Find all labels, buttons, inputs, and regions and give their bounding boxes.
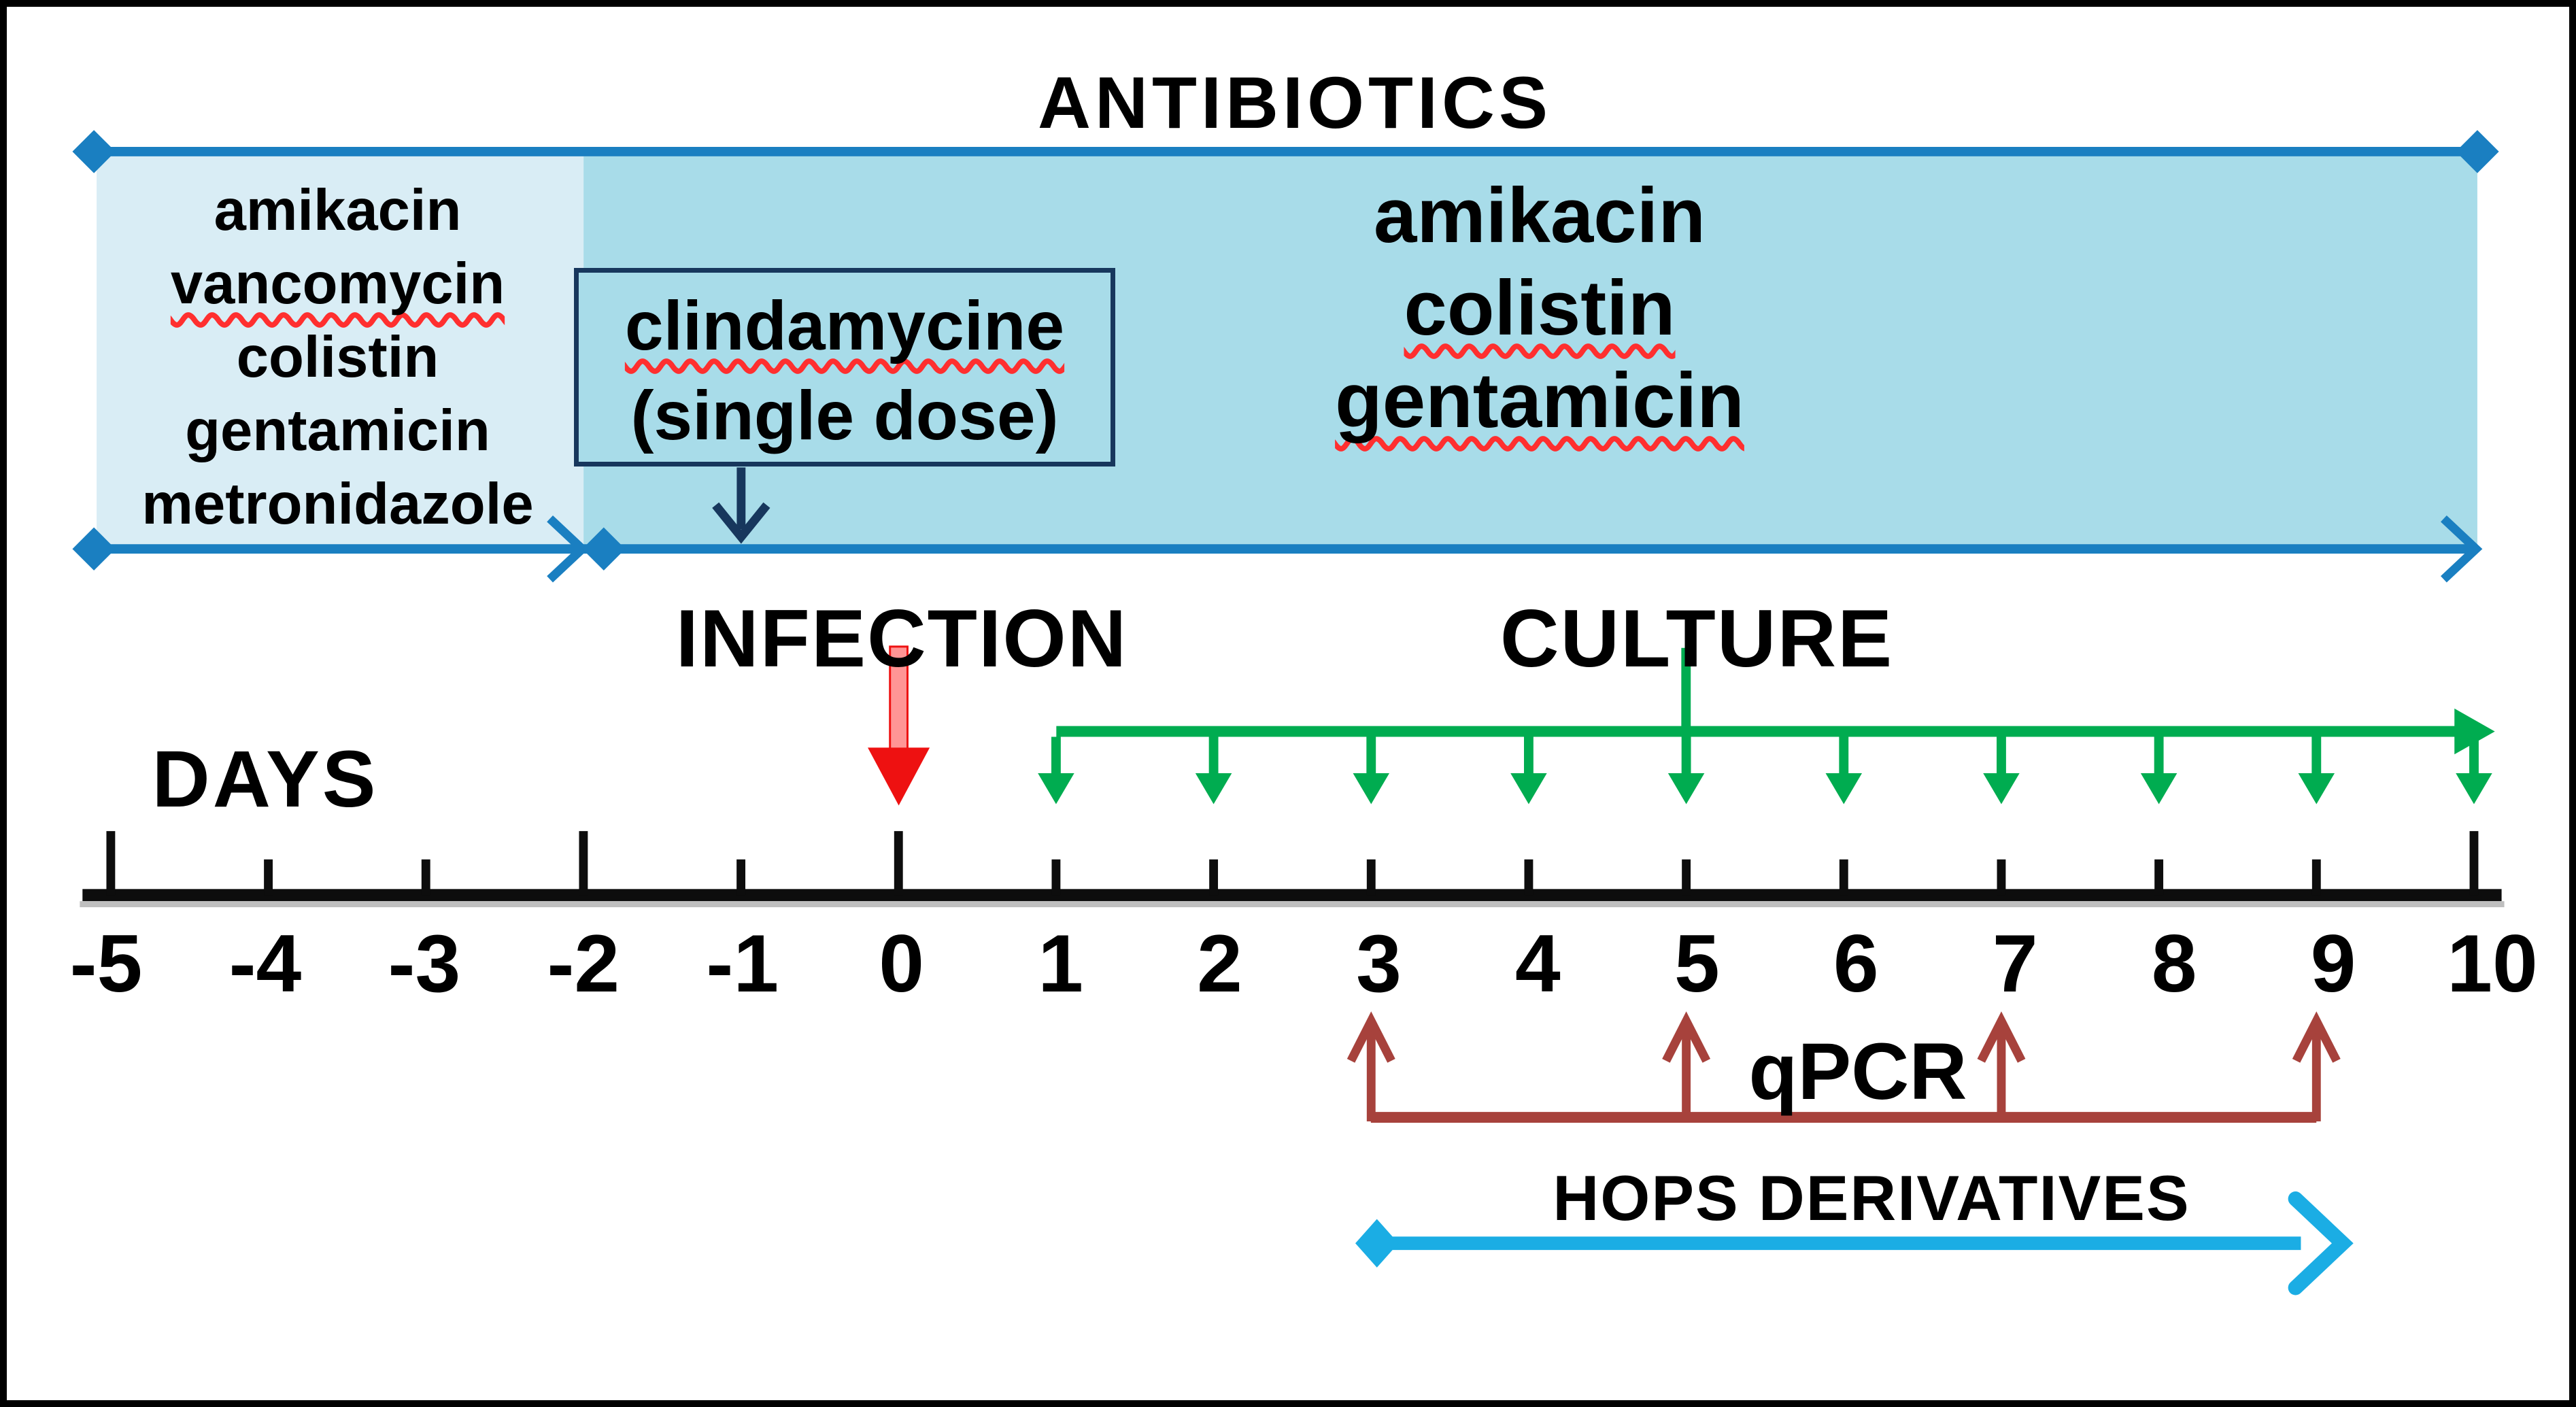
- hops-arrowhead-icon: [2288, 1191, 2354, 1295]
- day-axis-ticks: [106, 831, 2479, 896]
- day-label: 7: [1992, 918, 2038, 1009]
- drug-name: gentamicin: [185, 399, 490, 463]
- culture-arrowhead-icon: [1353, 773, 1390, 804]
- culture-arrowhead-icon: [1038, 773, 1074, 804]
- drug-name: colistin: [236, 325, 439, 390]
- day-axis-line: [82, 889, 2502, 902]
- infection-label: INFECTION: [675, 593, 1128, 684]
- day-axis-shadow: [80, 901, 2505, 908]
- culture-arrowhead-icon: [1195, 773, 1232, 804]
- day-label: -5: [69, 918, 143, 1009]
- culture-label: CULTURE: [1499, 593, 1894, 684]
- qpcr-arrowhead-icon: [1977, 1011, 2026, 1063]
- qpcr-sampling-arrows: [1346, 1011, 2341, 1122]
- culture-arrowhead-icon: [2298, 773, 2335, 804]
- day-label: 6: [1833, 918, 1879, 1009]
- clindamycin-name: clindamycine: [624, 287, 1065, 365]
- day-label: 8: [2151, 918, 2197, 1009]
- culture-arrowhead-icon: [1667, 773, 1705, 804]
- drug-name: amikacin: [214, 178, 462, 243]
- diamond-endpoint-icon: [582, 527, 626, 571]
- qpcr-arrowhead-icon: [1346, 1011, 1395, 1063]
- drug-name: colistin: [1404, 265, 1676, 352]
- day-label: 9: [2310, 918, 2356, 1009]
- drug-name: metronidazole: [141, 472, 534, 537]
- hops-derivatives-label: HOPS DERIVATIVES: [1553, 1162, 2190, 1234]
- day-label: 3: [1356, 918, 1402, 1009]
- qpcr-arrowhead-icon: [2292, 1011, 2341, 1063]
- day-label: 4: [1515, 918, 1561, 1009]
- initial-regimen-list: amikacin vancomycin colistin gentamicin metr…: [92, 174, 583, 541]
- clindamycin-box: clindamycine (single dose): [574, 268, 1115, 467]
- qpcr-arrowhead-icon: [1662, 1011, 1711, 1063]
- diagram-graphics: [72, 130, 2505, 1295]
- day-label: -4: [228, 918, 302, 1009]
- qpcr-label: qPCR: [1748, 1027, 1967, 1117]
- hops-diamond-endpoint-icon: [1355, 1219, 1399, 1268]
- diamond-endpoint-icon: [72, 527, 116, 571]
- arrowhead-right-icon: [2441, 515, 2483, 583]
- day-label: 5: [1674, 918, 1720, 1009]
- clindamycin-dose-note: (single dose): [630, 377, 1059, 454]
- day-label: -2: [547, 918, 620, 1009]
- infection-arrowhead-icon: [868, 747, 930, 806]
- drug-name: gentamicin: [1335, 358, 1744, 444]
- day-label: 0: [879, 918, 925, 1009]
- culture-arrowhead-icon: [1983, 773, 2020, 804]
- culture-end-arrowhead-icon: [2454, 708, 2495, 755]
- drug-name: vancomycin: [170, 252, 505, 316]
- day-label: -1: [706, 918, 779, 1009]
- culture-arrowhead-icon: [2140, 773, 2177, 804]
- day-label: 10: [2447, 918, 2538, 1009]
- day-label: 1: [1038, 918, 1083, 1009]
- antibiotics-title: ANTIBIOTICS: [1038, 61, 1552, 143]
- culture-daily-arrows: [1038, 736, 2492, 804]
- culture-arrowhead-icon: [1825, 773, 1863, 804]
- culture-arrowhead-icon: [2456, 773, 2492, 804]
- day-label: 2: [1197, 918, 1242, 1009]
- day-label: -3: [388, 918, 461, 1009]
- clindamycin-arrowhead-icon: [712, 502, 770, 544]
- drug-name: amikacin: [1374, 173, 1706, 259]
- days-axis-title: DAYS: [152, 734, 379, 824]
- initial-regimen-box: [97, 156, 584, 549]
- diamond-endpoint-icon: [72, 130, 116, 173]
- culture-arrowhead-icon: [1510, 773, 1547, 804]
